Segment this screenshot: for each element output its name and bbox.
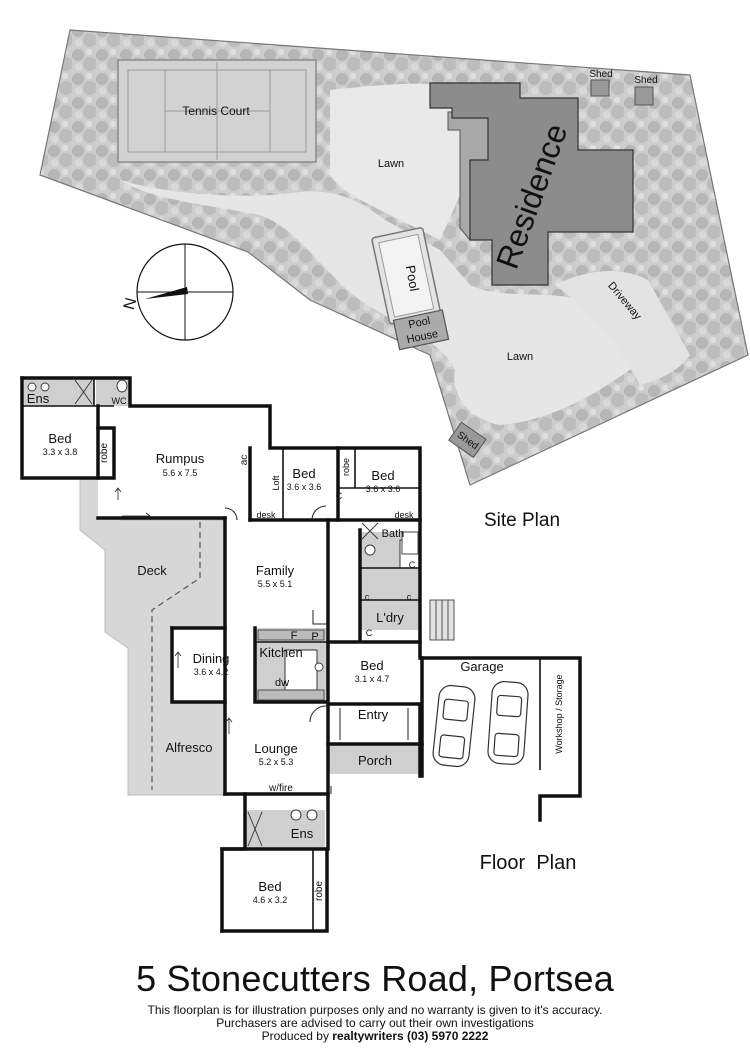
dining-name: Dining <box>193 651 230 666</box>
rumpus-size: 5.6 x 7.5 <box>163 468 198 478</box>
robe1-label: robe <box>99 443 110 463</box>
producer-brand: realtywriters (03) 5970 2222 <box>332 1029 489 1043</box>
shed-2 <box>634 86 654 106</box>
bed2-size: 3.6 x 3.6 <box>287 482 322 492</box>
pool-label: Pool <box>403 264 422 292</box>
c2-label: C <box>409 560 416 570</box>
c5-label: C <box>366 628 373 638</box>
bed5-size: 4.6 x 3.2 <box>253 895 288 905</box>
north-compass <box>136 243 234 341</box>
robe2-label: robe <box>341 458 351 476</box>
tennis-court-label: Tennis Court <box>182 104 250 118</box>
north-arrow-icon <box>145 287 188 299</box>
bed3-name: Bed <box>371 468 394 483</box>
floor-plan: Ens WC Bed 3.3 x 3.8 robe Rumpus 5.6 x 7… <box>20 376 582 933</box>
lounge-name: Lounge <box>254 741 297 756</box>
lawn-area-north <box>330 83 470 240</box>
ens-bottom-label: Ens <box>291 826 314 841</box>
bed3-size: 3.6 x 3.6 <box>366 484 401 494</box>
producer-line: Produced by realtywriters (03) 5970 2222 <box>0 1030 750 1043</box>
garage-label: Garage <box>460 659 503 674</box>
family-size: 5.5 x 5.1 <box>258 579 293 589</box>
shed-1-label: Shed <box>589 69 612 80</box>
residence-footprint <box>429 82 634 286</box>
floor-plan-title: Floor Plan <box>480 852 577 874</box>
c3-label: c <box>365 592 370 602</box>
ac-label: ac <box>239 455 250 466</box>
porch-label: Porch <box>358 753 392 768</box>
disclaimer-line-2: Purchasers are advised to carry out thei… <box>216 1016 534 1030</box>
shed-1 <box>590 79 610 97</box>
workshop-label: Workshop / Storage <box>554 674 564 753</box>
ens-top-label: Ens <box>27 391 50 406</box>
bed4-name: Bed <box>360 658 383 673</box>
fridge-label: F <box>291 630 298 642</box>
bath-label: Bath <box>382 528 405 540</box>
bed2-name: Bed <box>292 466 315 481</box>
garage-car-1 <box>432 684 476 768</box>
disclaimer-line-1: This floorplan is for illustration purpo… <box>147 1003 603 1017</box>
shed-3 <box>448 421 487 459</box>
wc-label: WC <box>112 396 127 406</box>
pantry-label: P <box>311 631 318 643</box>
lawn-bottom-label: Lawn <box>507 351 533 363</box>
bed1-name: Bed <box>48 431 71 446</box>
wood-fire-label: w/fire <box>268 783 293 794</box>
bed5-name: Bed <box>258 879 281 894</box>
producer-prefix: Produced by <box>261 1029 333 1043</box>
tennis-court <box>117 59 317 163</box>
north-label: N <box>121 296 140 312</box>
robe3-label: robe <box>314 881 325 901</box>
pool-house <box>392 309 450 351</box>
garage-car-2 <box>487 681 529 765</box>
lawn-top-label: Lawn <box>378 158 404 170</box>
dining-size: 3.6 x 4.2 <box>194 667 229 677</box>
shed-2-label: Shed <box>634 75 657 86</box>
family-name: Family <box>256 563 295 578</box>
ldry-label: L'dry <box>376 610 404 625</box>
rear-steps <box>429 599 455 641</box>
lounge-size: 5.2 x 5.3 <box>259 757 294 767</box>
alfresco-label: Alfresco <box>166 740 213 755</box>
dishwasher-label: dw <box>275 677 289 689</box>
site-plan: Tennis Court Lawn Residence Shed Shed Po… <box>39 29 749 531</box>
desk2-label: desk <box>394 510 414 520</box>
deck-label: Deck <box>137 563 167 578</box>
bed4-size: 3.1 x 4.7 <box>355 674 390 684</box>
bed1-size: 3.3 x 3.8 <box>43 447 78 457</box>
c4-label: c <box>407 592 412 602</box>
property-address: 5 Stonecutters Road, Portsea <box>136 958 614 999</box>
rumpus-name: Rumpus <box>156 451 205 466</box>
driveway-area <box>555 270 690 385</box>
desk1-label: desk <box>256 510 276 520</box>
entry-label: Entry <box>358 707 389 722</box>
kitchen-label: Kitchen <box>259 645 302 660</box>
c1-label: C <box>336 491 343 501</box>
site-plan-title: Site Plan <box>484 510 560 531</box>
pool <box>371 227 441 325</box>
pool-house-label-1: Pool <box>407 315 431 331</box>
loft-label: Loft <box>271 475 281 491</box>
